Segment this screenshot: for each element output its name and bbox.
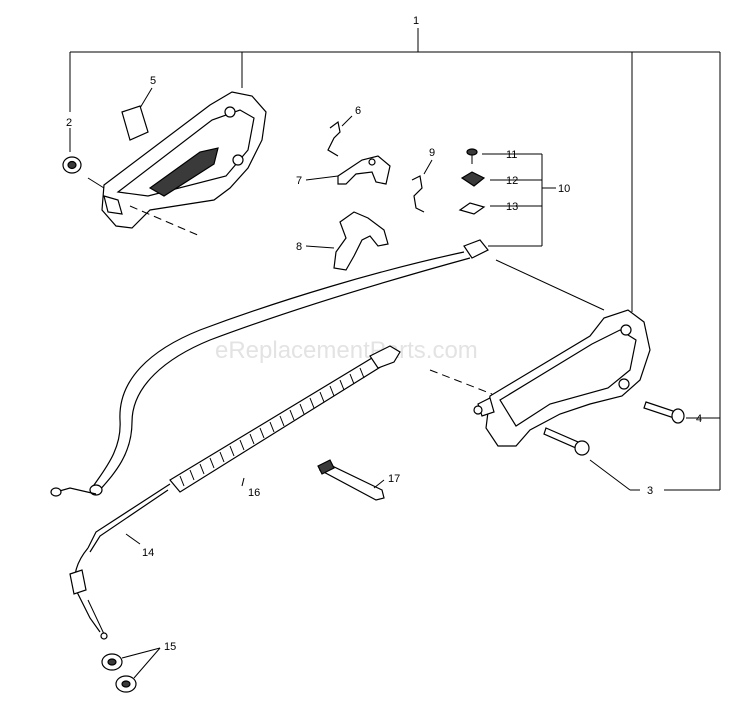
part-4-bolt bbox=[643, 401, 694, 424]
guide-dashed bbox=[429, 369, 493, 395]
callout-15: 15 bbox=[164, 641, 176, 653]
callout-6: 6 bbox=[355, 105, 361, 117]
callout-9: 9 bbox=[429, 147, 435, 159]
part-15-nuts bbox=[101, 647, 161, 693]
part-12-cap bbox=[460, 171, 486, 187]
part-16-flexible-shaft bbox=[69, 345, 401, 640]
part-9-spring bbox=[411, 159, 433, 213]
callout-13: 13 bbox=[506, 201, 518, 213]
right-handle-half bbox=[473, 309, 651, 447]
callout-10: 10 bbox=[558, 183, 570, 195]
left-handle-half bbox=[87, 91, 267, 237]
callout-4: 4 bbox=[696, 413, 702, 425]
part-5-grip-pad bbox=[121, 87, 153, 141]
callout-10-bracket bbox=[482, 153, 556, 247]
part-17-cable-tie bbox=[317, 459, 385, 501]
part-13-plate bbox=[458, 202, 486, 215]
part-6-spring bbox=[327, 115, 353, 157]
part-7-lever bbox=[305, 155, 391, 185]
callout-11: 11 bbox=[506, 149, 517, 161]
leader-16 bbox=[241, 477, 245, 487]
part-3-bolt bbox=[543, 427, 640, 491]
callout-2: 2 bbox=[66, 117, 72, 129]
guide-line bbox=[495, 259, 605, 311]
throttle-cable bbox=[50, 239, 489, 497]
callout-1: 1 bbox=[413, 15, 419, 27]
callout-8: 8 bbox=[296, 241, 302, 253]
callout-3: 3 bbox=[647, 485, 653, 497]
part-2-nut bbox=[62, 128, 82, 174]
callout-12: 12 bbox=[506, 175, 518, 187]
callout-5: 5 bbox=[150, 75, 156, 87]
callout-1-bracket bbox=[69, 28, 721, 491]
watermark: eReplacementParts.com bbox=[215, 337, 478, 364]
callout-17: 17 bbox=[388, 473, 400, 485]
part-8-throttle-trigger bbox=[305, 211, 389, 271]
callout-7: 7 bbox=[296, 175, 302, 187]
callout-14: 14 bbox=[142, 547, 154, 559]
leader-14 bbox=[125, 533, 141, 545]
part-11-screw bbox=[466, 148, 478, 164]
callout-16: 16 bbox=[248, 487, 260, 499]
